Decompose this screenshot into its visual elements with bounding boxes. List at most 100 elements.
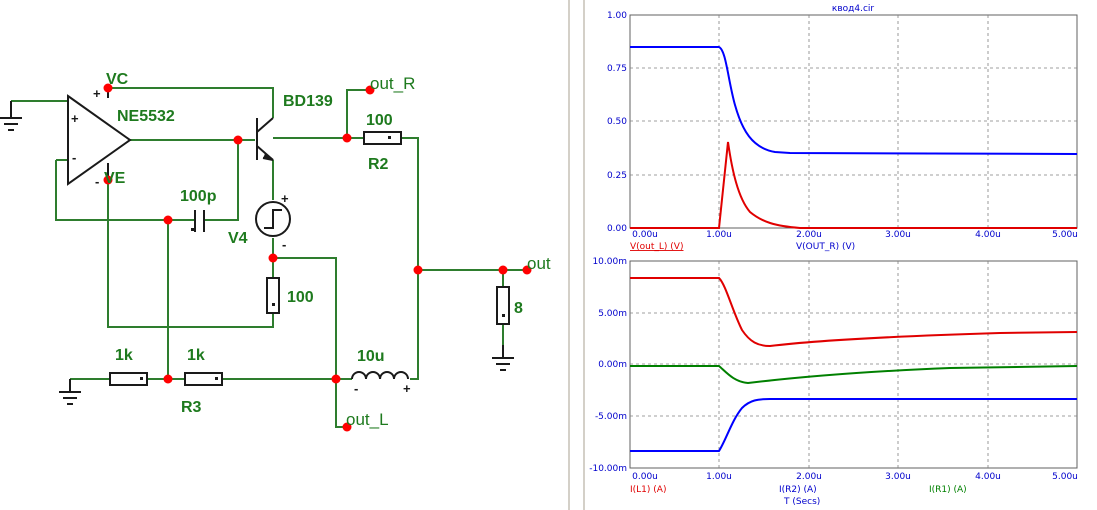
wire xyxy=(273,137,419,270)
ve-minus: - xyxy=(95,174,99,189)
top-x-tick: 1.00u xyxy=(706,230,732,240)
bottom-y-tick: 5.00m xyxy=(598,309,627,319)
ground-symbol-bottom xyxy=(59,379,81,405)
inductor-symbol xyxy=(351,371,409,380)
node-dots xyxy=(103,83,532,432)
bottom-plot-panel: 10.00m 5.00m 0.00m -5.00m -10.00m 0.00u … xyxy=(589,257,1078,507)
bottom-x-tick: 5.00u xyxy=(1052,472,1078,482)
bottom-trace-label-red: I(L1) (A) xyxy=(630,485,666,495)
node-right[interactable] xyxy=(413,265,423,275)
inductor-minus: - xyxy=(354,381,358,396)
wire xyxy=(107,180,274,328)
top-x-tick: 5.00u xyxy=(1052,230,1078,240)
x-axis-title: T (Secs) xyxy=(783,497,820,507)
resistor-1k-left xyxy=(109,372,148,386)
top-y-tick: 1.00 xyxy=(607,11,627,21)
bottom-x-tick: 2.00u xyxy=(796,472,822,482)
pin-dot xyxy=(191,228,194,231)
wire xyxy=(108,140,239,221)
wire xyxy=(272,238,337,379)
bottom-trace-label-green: I(R1) (A) xyxy=(929,485,967,495)
bottom-x-tick: 4.00u xyxy=(975,472,1001,482)
top-y-tick: 0.00 xyxy=(607,224,627,234)
bottom-y-tick: 0.00m xyxy=(598,360,627,370)
vc-plus: + xyxy=(93,86,101,101)
pane-splitter[interactable] xyxy=(568,0,585,510)
label-res-value: 100 xyxy=(287,289,314,306)
bottom-plot-frame xyxy=(629,260,1078,469)
label-r3-name: R3 xyxy=(181,399,202,416)
top-y-tick: 0.25 xyxy=(607,171,627,181)
source-minus: - xyxy=(282,237,286,252)
pin-dot xyxy=(502,314,505,317)
node-out-l[interactable] xyxy=(342,422,352,432)
label-r2-name: R2 xyxy=(368,156,389,173)
pin-dot xyxy=(272,303,275,306)
node-base[interactable] xyxy=(233,135,243,145)
opamp-symbol xyxy=(67,94,132,186)
node-r3[interactable] xyxy=(163,374,173,384)
ground-symbol-load xyxy=(492,345,514,371)
top-x-tick: 3.00u xyxy=(885,230,911,240)
bottom-x-tick: 3.00u xyxy=(885,472,911,482)
top-y-tick: 0.75 xyxy=(607,64,627,74)
label-out-l: out_L xyxy=(346,410,389,429)
top-x-tick: 0.00u xyxy=(632,230,658,240)
resistor-100-vertical xyxy=(266,277,280,314)
bottom-trace-label-blue: I(R2) (A) xyxy=(779,485,817,495)
resistor-load-8 xyxy=(496,286,510,325)
node-load[interactable] xyxy=(498,265,508,275)
opamp-minus: - xyxy=(72,150,76,165)
label-out: out xyxy=(527,254,551,273)
label-r-left-value: 1k xyxy=(115,347,133,364)
resistor-1k-right xyxy=(184,372,223,386)
bottom-x-tick: 1.00u xyxy=(706,472,732,482)
label-transistor: BD139 xyxy=(283,93,333,110)
label-ve: VE xyxy=(104,170,126,187)
opamp-plus: + xyxy=(71,111,79,126)
pulse-glyph-icon xyxy=(264,209,282,229)
wire xyxy=(346,89,370,138)
simulation-plots: квод4.cir 1.00 0.75 0.50 0.25 0.00 0.00u… xyxy=(589,4,1078,507)
top-x-tick: 4.00u xyxy=(975,230,1001,240)
node-source-minus[interactable] xyxy=(268,253,278,263)
bottom-y-tick: 10.00m xyxy=(592,257,627,267)
top-x-tick: 2.00u xyxy=(796,230,822,240)
wire xyxy=(410,270,419,380)
trace-i-l1 xyxy=(630,277,1078,348)
trace-i-r1 xyxy=(630,365,1078,385)
node-inductor-left[interactable] xyxy=(331,374,341,384)
wire xyxy=(108,87,274,118)
label-load-value: 8 xyxy=(514,300,523,317)
node-out-r[interactable] xyxy=(365,85,375,95)
pin-dot xyxy=(215,377,218,380)
top-trace-label-blue: V(OUT_R) (V) xyxy=(796,242,855,252)
pin-dot xyxy=(140,377,143,380)
trace-i-r2 xyxy=(630,398,1077,452)
capacitor-symbol xyxy=(194,210,205,232)
wire xyxy=(55,159,108,221)
bottom-y-tick: -5.00m xyxy=(595,412,627,422)
top-trace-label-red: V(out_L) (V) xyxy=(630,242,683,252)
node-ve[interactable] xyxy=(103,175,113,185)
source-plus: + xyxy=(281,191,289,206)
node-emitter-r2[interactable] xyxy=(342,133,352,143)
node-vc[interactable] xyxy=(103,83,113,93)
label-cap-value: 100p xyxy=(180,188,217,205)
label-out-r: out_R xyxy=(370,74,415,93)
resistor-r2 xyxy=(363,131,402,145)
node-cap-left[interactable] xyxy=(163,215,173,225)
pin-dot xyxy=(388,136,391,139)
top-y-tick: 0.50 xyxy=(607,117,627,127)
inductor-plus: + xyxy=(403,381,411,396)
label-opamp: NE5532 xyxy=(117,108,175,125)
circuit-schematic: + - + - + - - + xyxy=(0,71,551,432)
bottom-y-tick: -10.00m xyxy=(589,464,627,474)
trace-v-out-l xyxy=(630,141,1077,229)
label-vc: VC xyxy=(106,71,129,88)
ground-symbol-opamp xyxy=(0,101,22,131)
label-source-name: V4 xyxy=(228,230,248,247)
label-r2-value: 100 xyxy=(366,112,393,129)
top-grid xyxy=(630,15,1077,228)
node-out[interactable] xyxy=(522,265,532,275)
